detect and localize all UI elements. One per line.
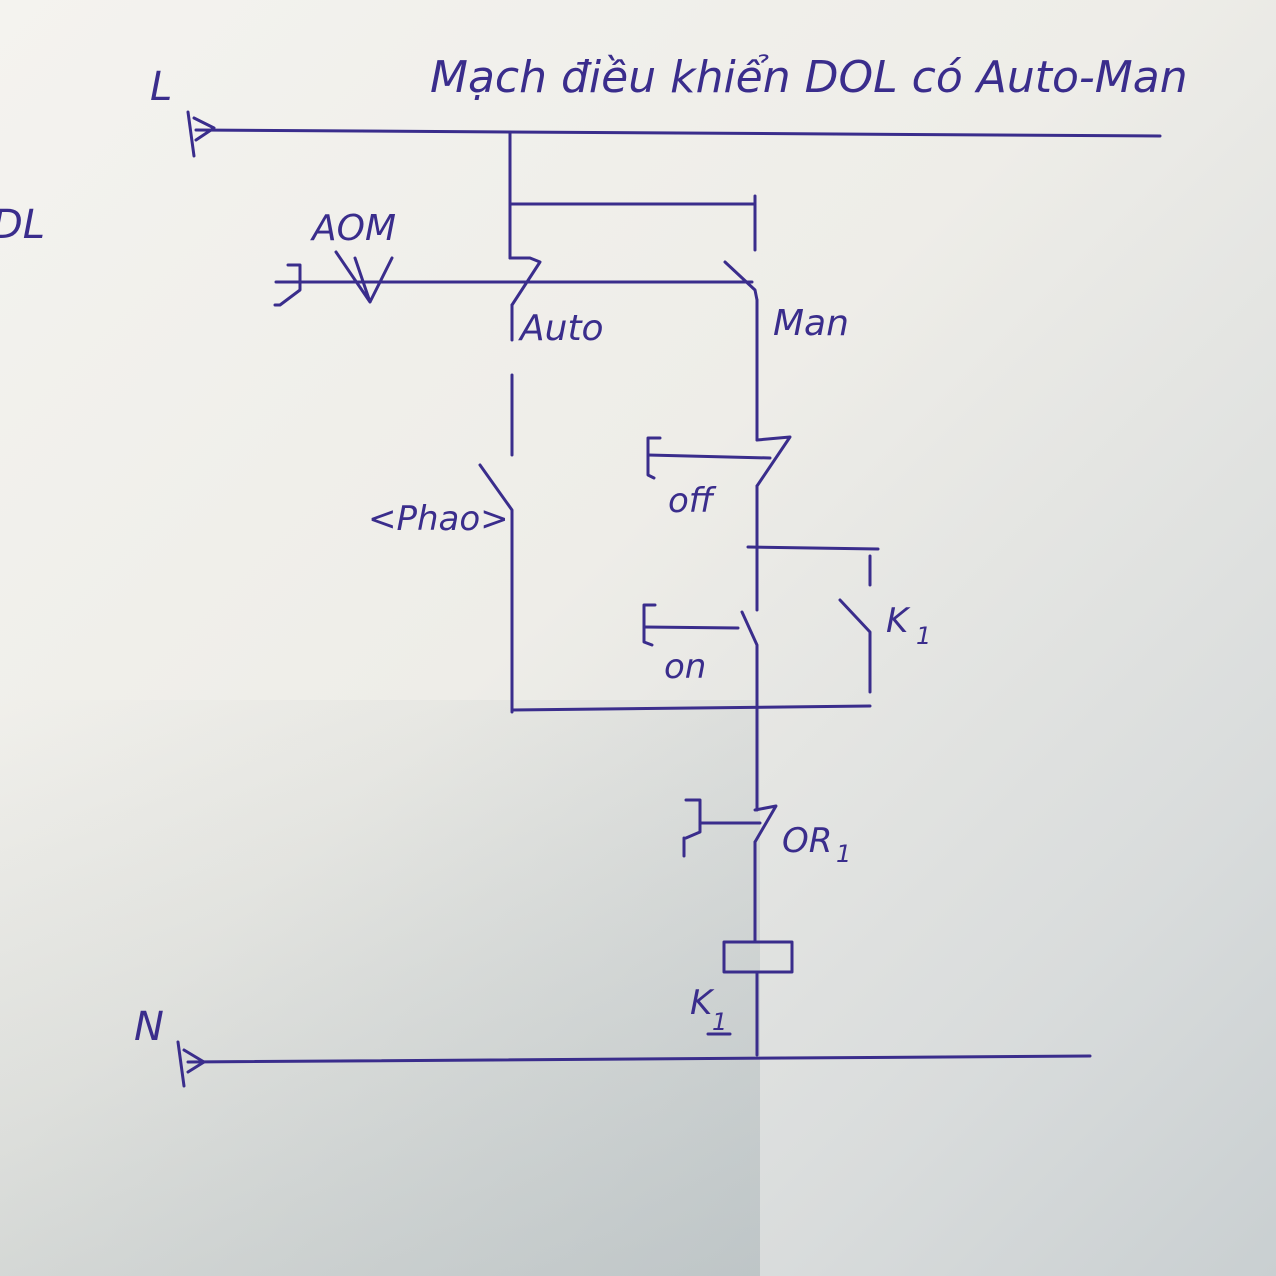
live-rail <box>194 128 1162 138</box>
selector-actuator-icon <box>273 263 302 307</box>
coil-k1-icon <box>722 940 794 974</box>
overload-subscript: 1 <box>836 840 851 868</box>
selector-pointer-icon <box>334 250 394 304</box>
off-button-actuator-icon <box>646 436 662 480</box>
merge-rung-wire <box>510 704 872 712</box>
coil-subscript: 1 <box>712 1008 727 1036</box>
man-label: Man <box>773 303 849 344</box>
on-button-contact-icon <box>740 610 759 707</box>
auto-contact-icon <box>508 256 542 307</box>
diagram-title: Mạch điều khiển DOL có Auto-Man <box>430 52 1188 103</box>
float-switch-contact-icon <box>478 463 514 714</box>
auto-label: Auto <box>518 308 604 349</box>
overload-label: OR <box>782 821 832 861</box>
overload-contact-icon <box>753 804 778 844</box>
neutral-label: N <box>134 1004 164 1050</box>
live-label: L <box>150 64 172 110</box>
on-label: on <box>664 647 706 687</box>
selector-label: AOM <box>310 208 396 249</box>
coil-label: K <box>690 983 715 1023</box>
k1-aux-contact-icon <box>838 598 872 694</box>
neutral-rail <box>186 1054 1092 1064</box>
k1-aux-label: K <box>886 601 911 641</box>
off-button-contact-icon <box>755 435 792 488</box>
off-button-linkage <box>646 453 772 460</box>
on-button-linkage <box>642 625 740 630</box>
float-switch-label: <Phao> <box>368 499 509 539</box>
on-button-actuator-icon <box>642 603 657 647</box>
overload-actuator-icon <box>682 798 702 858</box>
k1-aux-subscript: 1 <box>916 622 931 650</box>
hold-branch-top-wire <box>746 545 880 551</box>
man-contact-icon <box>723 260 759 302</box>
margin-text-fragment: DL <box>0 202 45 248</box>
off-label: off <box>668 481 717 521</box>
live-terminal-arrow <box>186 110 216 158</box>
neutral-terminal-arrow <box>176 1040 206 1088</box>
